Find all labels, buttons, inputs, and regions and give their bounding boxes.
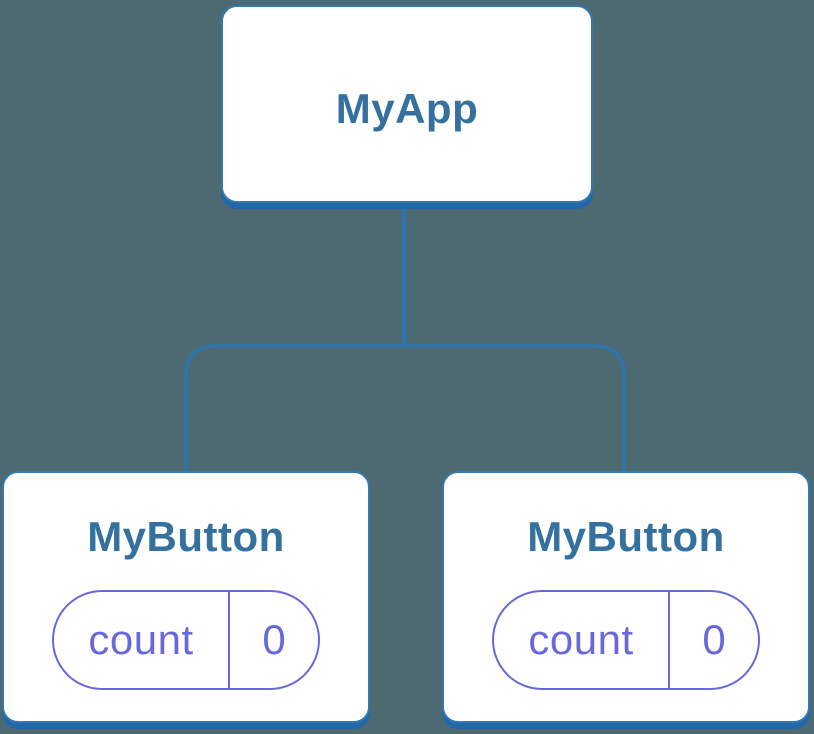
- state-pill: count 0: [492, 590, 760, 690]
- node-myapp-label: MyApp: [335, 85, 479, 132]
- state-value: 0: [702, 616, 726, 663]
- node-myapp: MyApp: [221, 5, 593, 203]
- state-key: count: [54, 592, 230, 688]
- edge-children-bracket: [184, 344, 626, 472]
- state-key: count: [494, 592, 670, 688]
- node-mybutton-2-label: MyButton: [527, 513, 725, 560]
- state-pill: count 0: [52, 590, 320, 690]
- node-mybutton-2: MyButton count 0: [442, 471, 810, 723]
- node-mybutton-1-label: MyButton: [87, 513, 285, 560]
- node-mybutton-1: MyButton count 0: [2, 471, 370, 723]
- state-value: 0: [262, 616, 286, 663]
